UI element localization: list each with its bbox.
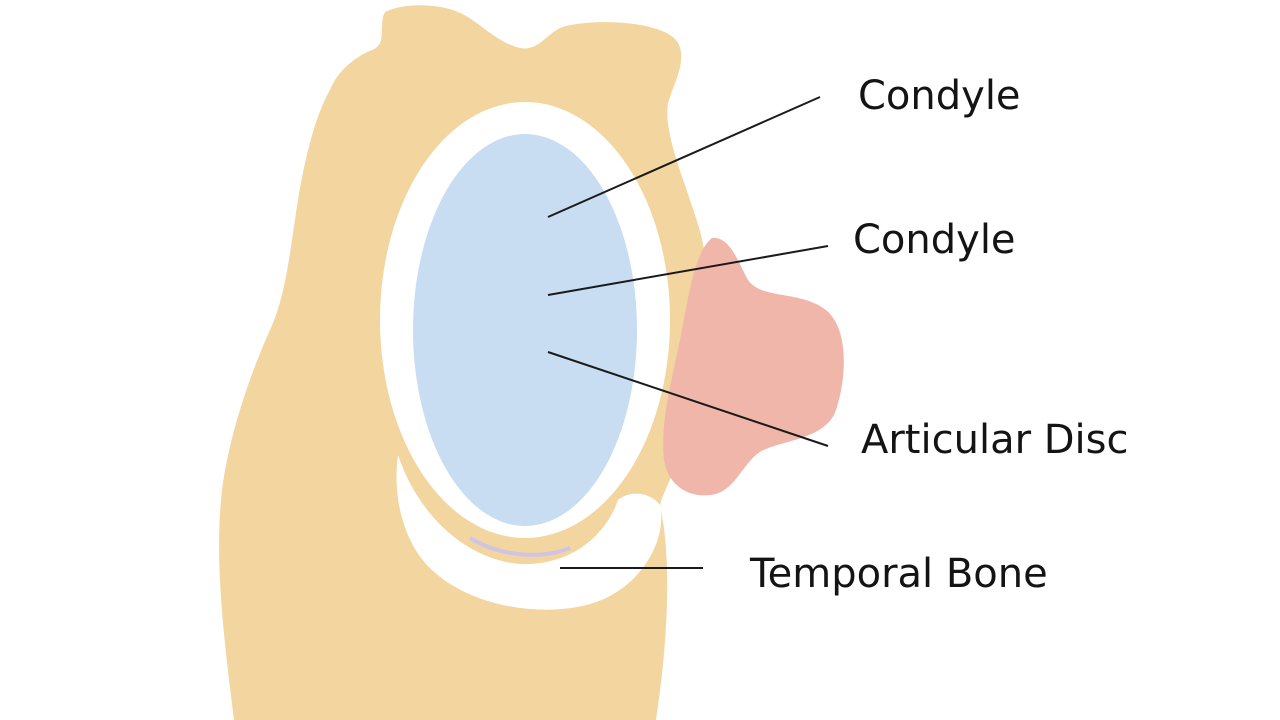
label-condyle-middle: Condyle xyxy=(853,217,1016,263)
label-temporal-bone: Temporal Bone xyxy=(750,551,1048,597)
lower-joint-space xyxy=(396,455,662,610)
disc-rim xyxy=(468,536,571,557)
leader-line-condyle-middle xyxy=(547,245,829,296)
leader-line-condyle-top xyxy=(547,96,821,218)
label-articular-disc: Articular Disc xyxy=(861,417,1129,463)
condyle-shape xyxy=(413,134,637,526)
label-condyle-top: Condyle xyxy=(858,73,1021,119)
leader-line-articular-disc xyxy=(547,351,829,447)
muscle-shape xyxy=(663,237,844,496)
